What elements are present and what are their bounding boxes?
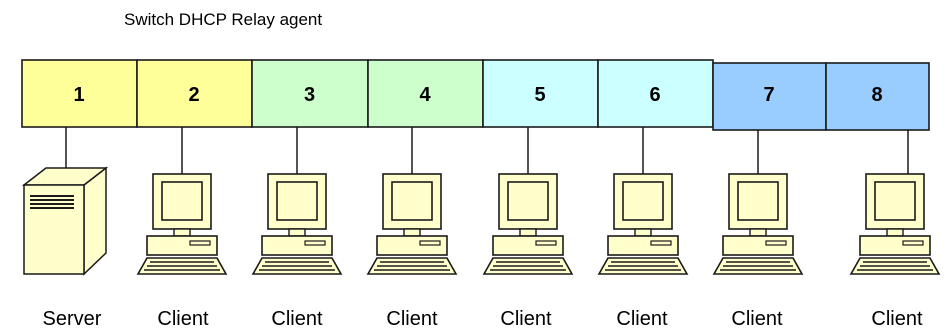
switch-port-7: 7: [712, 62, 827, 131]
port-box: [712, 62, 827, 131]
diagram-title: Switch DHCP Relay agent: [124, 10, 322, 29]
switch-port-3: 3: [251, 59, 369, 128]
port-number: 5: [535, 84, 546, 106]
client-label: Client: [386, 308, 438, 330]
port-number: 6: [650, 84, 661, 106]
switch-port-2: 2: [136, 59, 253, 128]
server-icon: [21, 166, 109, 276]
switch-port-1: 1: [21, 59, 138, 128]
client-label: Client: [157, 308, 209, 330]
port-box: [136, 59, 253, 128]
client-label: Client: [871, 308, 923, 330]
switch-port-8: 8: [825, 62, 930, 131]
port-box: [597, 59, 714, 128]
switch-port-5: 5: [482, 59, 599, 128]
devices: [21, 166, 941, 276]
connection-lines: [65, 127, 909, 174]
computer-icon: [251, 173, 343, 275]
client-label: Client: [271, 308, 323, 330]
switch-port-4: 4: [367, 59, 484, 128]
port-number: 2: [189, 84, 200, 106]
computer-icon: [597, 173, 689, 275]
switch-port-6: 6: [597, 59, 714, 128]
computer-icon: [849, 173, 941, 275]
port-number: 8: [872, 84, 883, 106]
port-number: 7: [764, 84, 775, 106]
switch-ports: 1 2 3 4 5 6 7 8: [21, 59, 930, 131]
client-label: Client: [500, 308, 552, 330]
computer-icon: [712, 173, 804, 275]
port-box: [251, 59, 369, 128]
port-number: 4: [420, 84, 432, 106]
computer-icon: [136, 173, 228, 275]
port-number: 3: [304, 84, 315, 106]
port-box: [21, 59, 138, 128]
computer-icon: [482, 173, 574, 275]
port-box: [825, 62, 930, 131]
client-label: Client: [731, 308, 783, 330]
port-number: 1: [74, 84, 85, 106]
computer-icon: [366, 173, 458, 275]
server-label: Server: [43, 308, 102, 330]
device-labels: Server Client Client Client Client Client Clie…: [43, 308, 923, 330]
port-box: [482, 59, 599, 128]
client-label: Client: [616, 308, 668, 330]
